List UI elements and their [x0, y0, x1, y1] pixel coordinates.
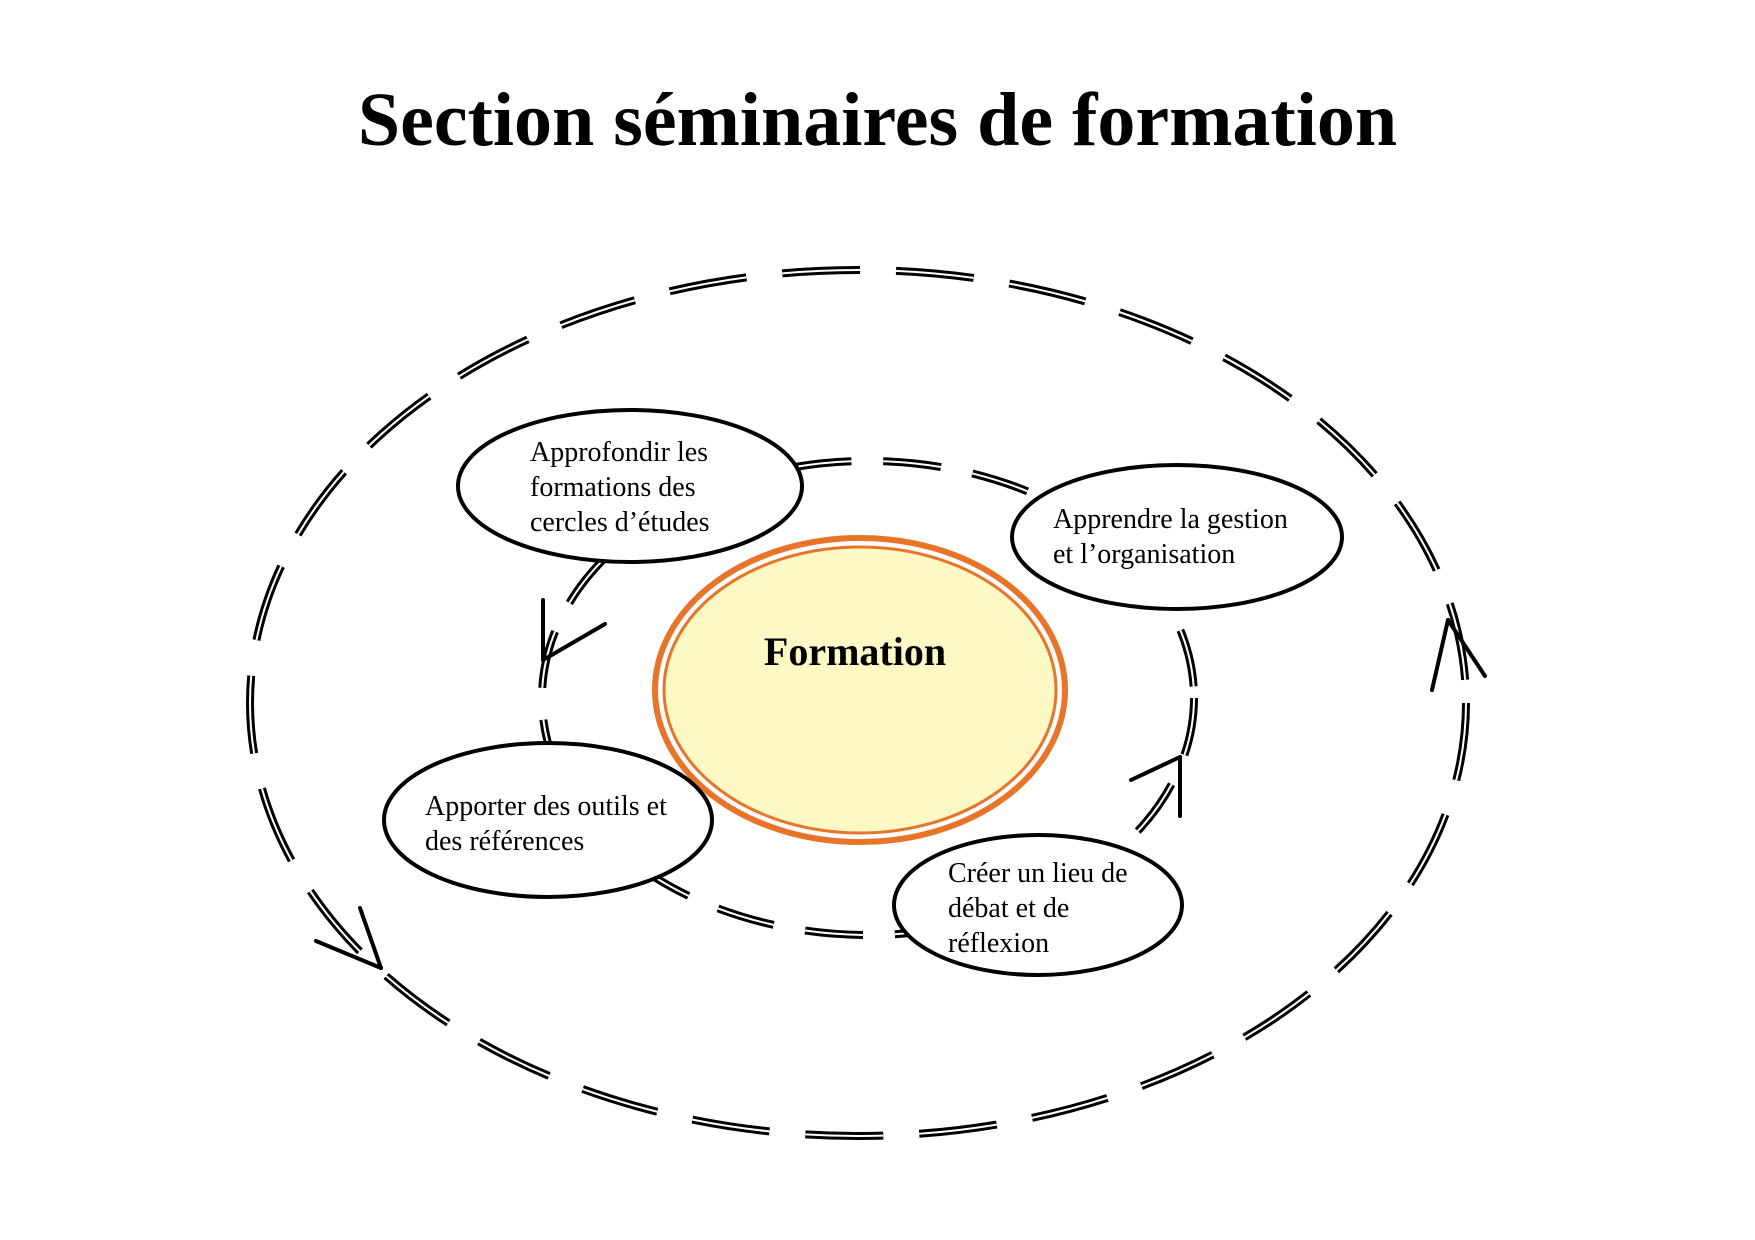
bubble-apprendre [1010, 463, 1344, 611]
bubble-line: Apprendre la gestion [1053, 504, 1288, 535]
bubble-line: débat et de [948, 893, 1070, 924]
bubble-line: réflexion [948, 928, 1050, 959]
bubble-creer-text: Créer un lieu de débat et de réflexion [948, 856, 1128, 961]
outer-cycle-ring [246, 266, 1470, 1140]
bubble-apporter [382, 741, 714, 899]
bubble-apprendre-text: Apprendre la gestion et l’organisation [1053, 502, 1288, 572]
inner-cycle-ring [538, 457, 1198, 939]
inner-arrow-right-icon [1129, 755, 1182, 818]
outer-arrow-right-icon [1430, 618, 1487, 692]
bubble-line: des références [425, 826, 585, 857]
bubble-line: formations des [530, 472, 696, 503]
bubble-approfondir-text: Approfondir les formations des cercles d… [530, 435, 710, 540]
bubble-line: Créer un lieu de [948, 858, 1128, 889]
bubble-approfondir [456, 408, 804, 564]
bubble-creer [892, 833, 1184, 977]
bubble-line: cercles d’études [530, 507, 710, 538]
bubble-line: et l’organisation [1053, 539, 1236, 570]
center-label: Formation [763, 629, 947, 674]
bubble-line: Approfondir les [530, 437, 709, 468]
bubble-line: Apporter des outils et [425, 791, 667, 822]
center-node [652, 535, 1068, 845]
page-title: Section séminaires de formation [357, 78, 1398, 162]
outer-arrow-left-icon [314, 906, 383, 970]
bubble-apporter-text: Apporter des outils et des références [425, 789, 667, 859]
inner-arrow-left-icon [541, 598, 607, 662]
